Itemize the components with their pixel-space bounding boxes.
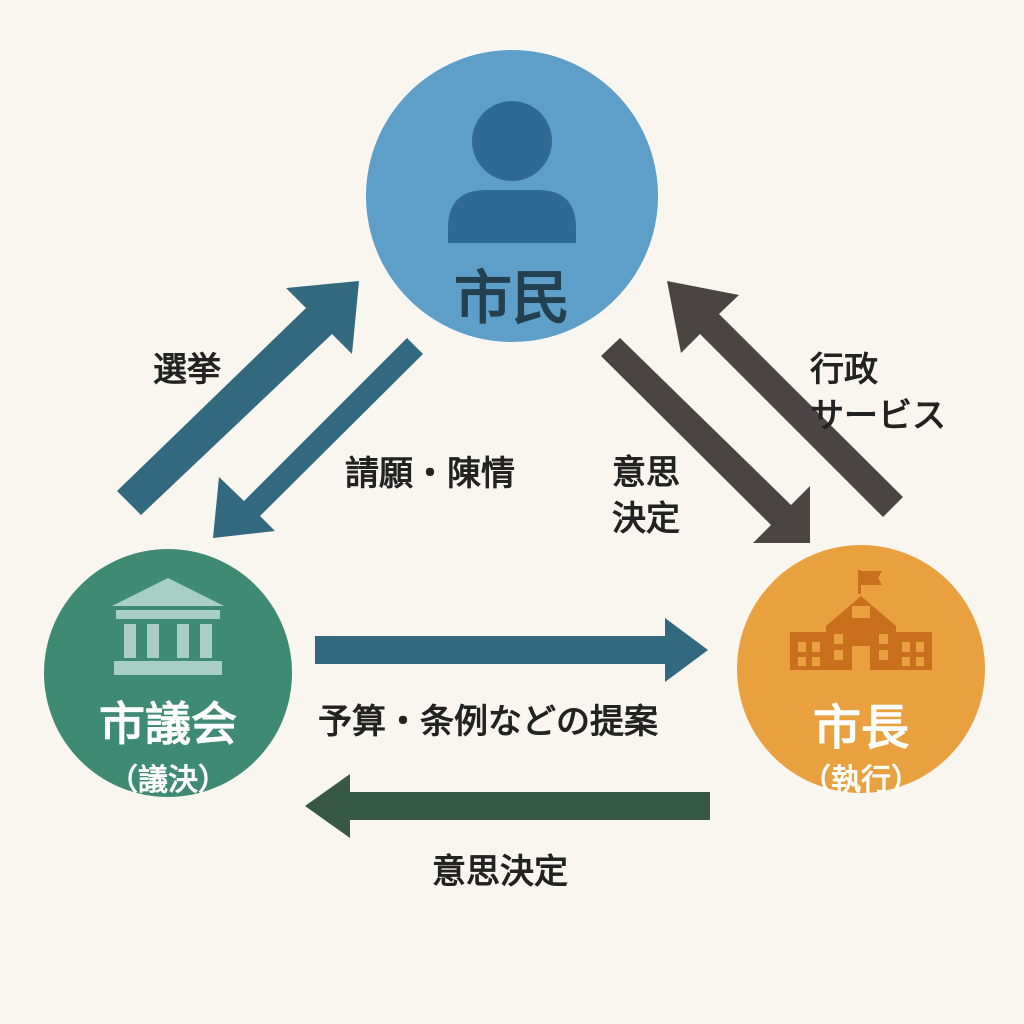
city-hall-icon — [790, 570, 932, 670]
election-label: 選挙 — [153, 350, 221, 390]
proposal-arrow — [315, 618, 708, 682]
council-title: 市議会 — [99, 697, 237, 751]
parliament-building-icon — [112, 578, 224, 675]
administrative-service-label-line1: 行政 — [810, 350, 878, 390]
election-arrow — [117, 281, 359, 515]
decision-to-mayor-label-line2: 決定 — [612, 499, 680, 539]
decision-to-mayor-label: 意思 決定 — [612, 450, 680, 542]
mayor-subtitle: （執行） — [801, 763, 921, 798]
administrative-service-arrow — [667, 281, 903, 517]
proposal-label: 予算・条例などの提案 — [318, 702, 658, 742]
council-subtitle: （議決） — [108, 763, 228, 798]
petition-label: 請願・陳情 — [345, 454, 515, 494]
administrative-service-label: 行政 サービス — [810, 347, 946, 439]
citizens-title: 市民 — [454, 264, 570, 332]
mayor-title: 市長 — [813, 700, 910, 756]
decision-to-mayor-label-line1: 意思 — [612, 453, 680, 493]
decision-arrow — [305, 774, 710, 838]
petition-arrow — [213, 338, 423, 538]
decision-label: 意思決定 — [432, 852, 568, 892]
person-icon — [448, 101, 576, 243]
administrative-service-label-line2: サービス — [810, 396, 946, 436]
decision-to-mayor-arrow — [601, 338, 810, 543]
